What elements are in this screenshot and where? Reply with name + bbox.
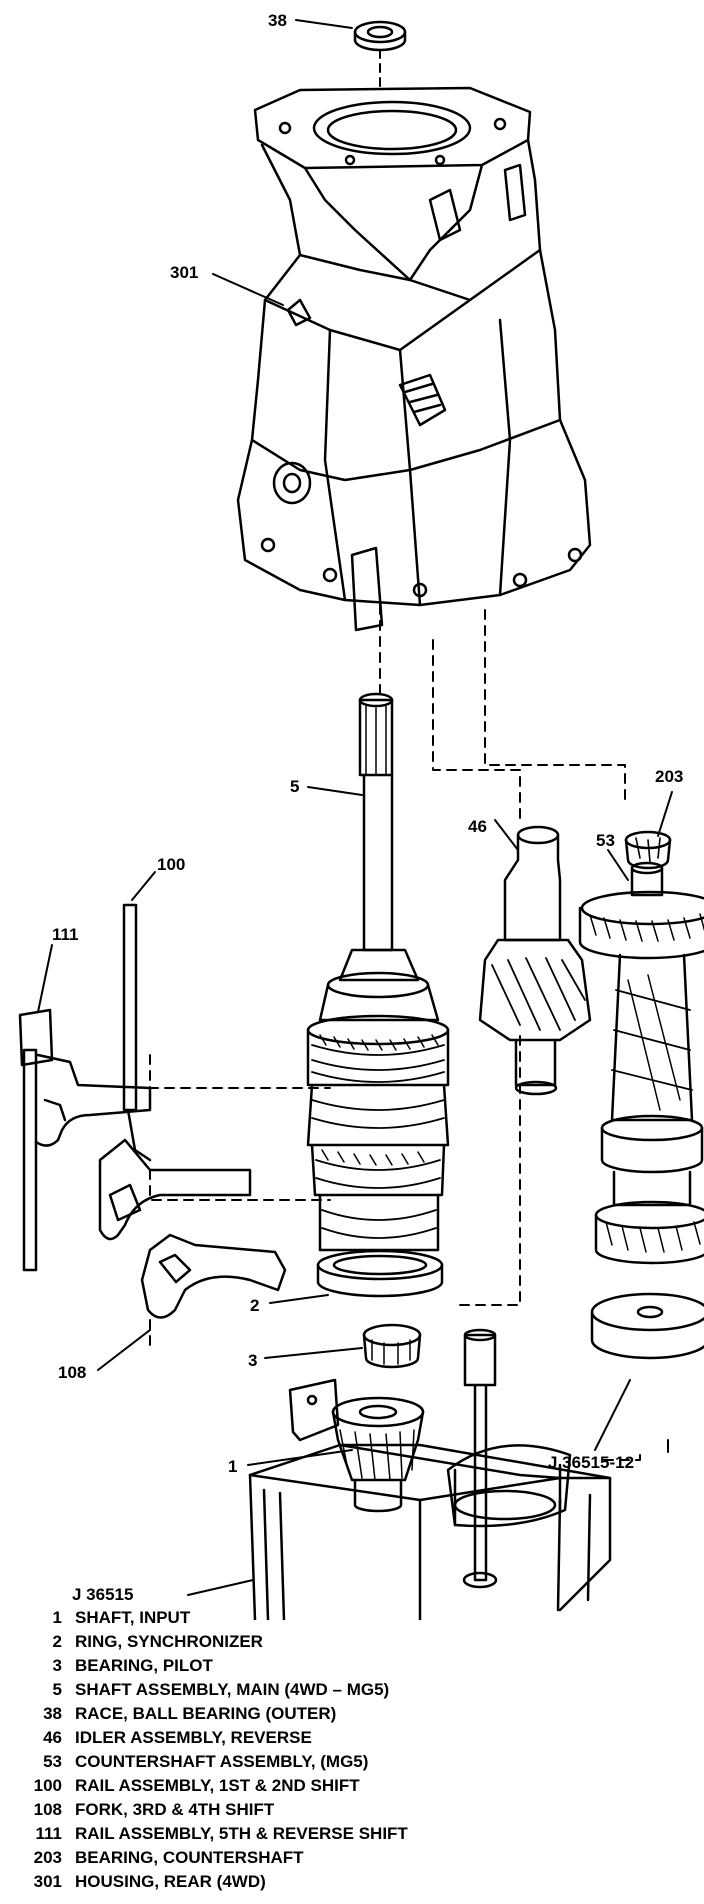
legend-part-description: HOUSING, REAR (4WD) xyxy=(75,1872,266,1891)
part-301-rear-housing xyxy=(212,86,592,632)
legend-part-number: 38 xyxy=(43,1704,62,1723)
legend-part-description: SHAFT, INPUT xyxy=(75,1608,191,1627)
part-1-input-shaft xyxy=(247,1396,425,1513)
callout-46: 46 xyxy=(468,817,487,836)
part-203-countershaft-bearing xyxy=(624,791,673,870)
legend-part-number: 1 xyxy=(52,1608,62,1627)
legend-part-description: RING, SYNCHRONIZER xyxy=(75,1632,263,1651)
legend-part-description: SHAFT ASSEMBLY, MAIN (4WD – MG5) xyxy=(75,1680,390,1699)
callout-5: 5 xyxy=(290,777,299,796)
tool-j36515-fixture xyxy=(187,1443,612,1620)
callout-301: 301 xyxy=(170,263,198,282)
part-3-pilot-bearing xyxy=(264,1323,422,1369)
legend-part-description: BEARING, COUNTERSHAFT xyxy=(75,1848,304,1867)
legend-part-number: 2 xyxy=(52,1632,62,1651)
legend-part-number: 3 xyxy=(52,1656,62,1675)
part-46-reverse-idler xyxy=(478,819,592,1096)
callout-j36515-12: J 36515-12 xyxy=(548,1453,634,1472)
part-2-synchronizer-ring xyxy=(269,1249,444,1304)
callout-111: 111 xyxy=(52,925,79,944)
callout-203: 203 xyxy=(655,767,683,786)
legend-part-description: RAIL ASSEMBLY, 5TH & REVERSE SHIFT xyxy=(75,1824,408,1843)
legend-part-number: 100 xyxy=(33,1776,62,1795)
callout-j36515: J 36515 xyxy=(72,1585,133,1604)
callout-38: 38 xyxy=(268,11,287,30)
callout-2: 2 xyxy=(250,1296,259,1315)
legend-part-description: BEARING, PILOT xyxy=(75,1656,213,1675)
callout-labels: 38 301 5 203 46 53 111 100 108 2 3 1 J 3… xyxy=(52,11,683,1604)
part-100-rail-1st-2nd xyxy=(98,871,252,1241)
legend-part-number: 5 xyxy=(52,1680,62,1699)
legend-part-number: 53 xyxy=(43,1752,62,1771)
part-38-bearing-race xyxy=(353,20,407,89)
legend-part-number: 301 xyxy=(33,1872,62,1891)
legend-part-description: RACE, BALL BEARING (OUTER) xyxy=(75,1704,337,1723)
tool-post xyxy=(462,1328,498,1589)
legend-part-description: IDLER ASSEMBLY, REVERSE xyxy=(75,1728,312,1747)
legend-part-number: 203 xyxy=(33,1848,62,1867)
callout-3: 3 xyxy=(248,1351,257,1370)
legend-part-description: FORK, 3RD & 4TH SHIFT xyxy=(75,1800,275,1819)
legend-part-number: 111 xyxy=(35,1824,63,1843)
part-111-rail-5th-reverse xyxy=(18,944,152,1272)
legend-part-number: 108 xyxy=(33,1800,62,1819)
legend-part-description: COUNTERSHAFT ASSEMBLY, (MG5) xyxy=(75,1752,369,1771)
tool-j36515-12-pilot xyxy=(590,1292,704,1451)
exploded-transmission-diagram: 38 301 5 203 46 53 111 100 108 2 3 1 J 3… xyxy=(18,11,704,1620)
legend-part-number: 46 xyxy=(43,1728,62,1747)
part-5-main-shaft xyxy=(306,692,450,1252)
callout-100: 100 xyxy=(157,855,185,874)
part-108-fork-3rd-4th xyxy=(97,1233,287,1371)
callout-108: 108 xyxy=(58,1363,86,1382)
callout-1: 1 xyxy=(228,1457,237,1476)
alignment-lines xyxy=(149,604,641,1461)
legend-part-description: RAIL ASSEMBLY, 1ST & 2ND SHIFT xyxy=(75,1776,360,1795)
callout-53: 53 xyxy=(596,831,615,850)
part-53-countershaft-assembly xyxy=(578,849,704,1265)
holding-bracket xyxy=(288,1378,340,1442)
